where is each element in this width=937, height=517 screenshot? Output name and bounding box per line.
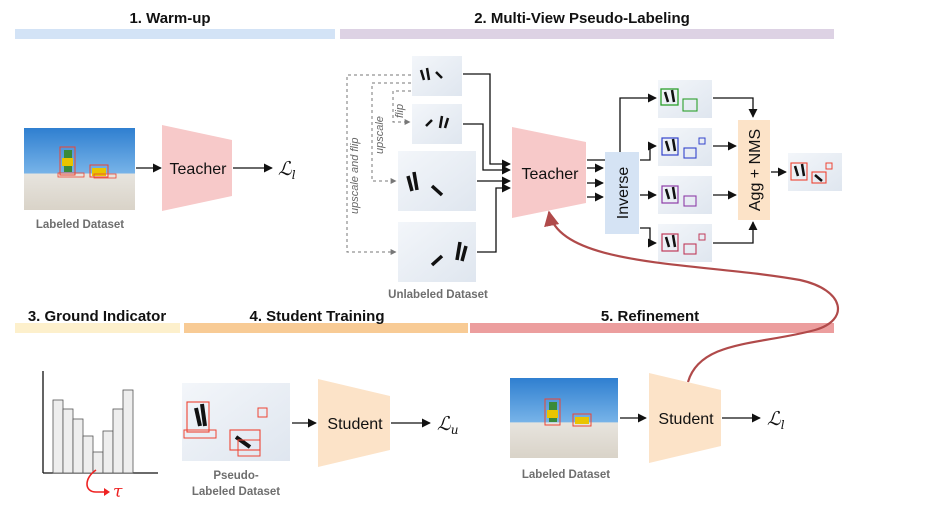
caption-unlabeled: Unlabeled Dataset [388,289,488,301]
pseudo-label-result [788,153,842,191]
stage-title-refinement: 5. Refinement [601,308,699,325]
student-training-bar [184,323,468,333]
unlabeled-view-upscale [398,151,476,211]
arrow-inverse-to-pred-2 [640,141,657,161]
stage-title-student-training: 4. Student Training [249,308,384,325]
teacher-multiview-box [512,127,586,218]
arrow-view4-to-teacher [477,183,511,253]
unlabeled-view-flip [412,104,462,144]
aug-label-upscale: upscale [374,116,386,154]
prediction-view-3 [658,176,712,214]
refinement-feedback-arrow [544,210,840,383]
student-training-box [318,379,390,467]
student-refine-box [649,373,721,463]
stage-title-multiview: 2. Multi-View Pseudo-Labeling [474,10,690,27]
caption-labeled-refine: Labeled Dataset [522,469,610,481]
caption-labeled-warmup: Labeled Dataset [36,219,124,231]
loss-student: ℒu [437,413,458,437]
tau-label: τ [113,482,123,502]
loss-refine: ℒl [767,408,785,432]
pseudo-labeled-image [182,383,290,461]
aug-path-upscale-flip [346,74,411,255]
histogram-icon [42,371,158,474]
agg-nms-box [738,120,770,220]
prediction-view-4 [658,224,712,262]
agg-nms-label: Agg + NMS [747,129,764,211]
ground-bar [15,323,180,333]
aug-path-upscale [371,82,411,184]
student-training-label: Student [327,416,383,433]
stage-title-warmup: 1. Warm-up [129,10,210,27]
stage-title-ground: 3. Ground Indicator [28,308,167,325]
arrow-view2-to-teacher [463,123,511,175]
multiview-bar [340,29,834,39]
labeled-image-warmup [24,128,135,210]
teacher-multiview-label: Teacher [522,166,580,183]
aug-label-flip: flip [394,104,406,118]
threshold-arrowhead [104,488,110,496]
unlabeled-view-original [412,56,462,96]
teacher-warmup-box [162,125,232,211]
prediction-view-1 [658,80,712,118]
labeled-image-refine [510,378,618,458]
loss-warmup: ℒl [278,158,296,182]
caption-pseudo-1: Pseudo- [213,470,259,482]
prediction-view-2 [658,128,712,166]
inverse-label: Inverse [615,167,632,220]
inverse-box [605,152,639,234]
arrow-inverse-to-pred-4 [640,227,657,248]
arrow-pred4-to-agg [713,221,758,244]
aug-path-flip [392,90,411,125]
unlabeled-view-upscale-flip [398,222,476,282]
threshold-arrow [86,469,106,493]
arrow-teacher-to-pred-original [587,93,657,161]
refinement-bar [470,323,834,333]
student-refine-label: Student [658,411,714,428]
teacher-warmup-label: Teacher [170,161,228,178]
aug-label-upscale-flip: upscale and flip [349,138,361,214]
warmup-bar [15,29,335,39]
caption-pseudo-2: Labeled Dataset [192,486,280,498]
arrow-pred1-to-agg [713,97,758,118]
arrow-view1-to-teacher [463,73,511,169]
